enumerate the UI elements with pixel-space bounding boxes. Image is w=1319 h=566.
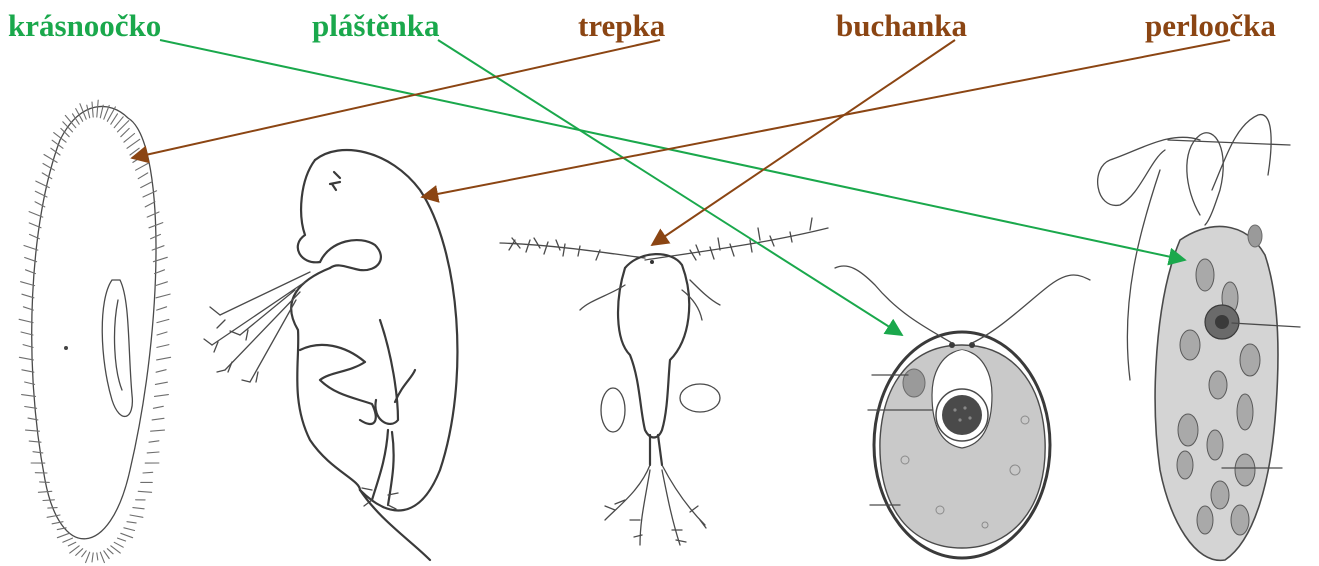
cilium: [157, 345, 169, 348]
cilium: [100, 105, 103, 118]
cilium: [19, 319, 33, 322]
cilium: [111, 546, 121, 553]
cilium: [127, 522, 136, 523]
arrow-perloocka: [422, 40, 1230, 197]
cilium: [42, 173, 52, 179]
cilium: [145, 202, 155, 207]
cilium: [152, 246, 164, 250]
cilium: [155, 395, 169, 397]
cilium: [92, 553, 93, 562]
cilium: [68, 542, 76, 546]
cilium: [76, 549, 83, 556]
cilium: [153, 406, 163, 408]
cilium: [152, 418, 164, 420]
label-krasnoocko: krásnoočko: [8, 8, 161, 43]
cilium: [133, 508, 144, 509]
cilium: [107, 549, 113, 554]
cilium: [149, 441, 159, 442]
cilium: [70, 546, 80, 553]
cilium: [38, 491, 51, 492]
cyclops-icon: [500, 218, 828, 545]
label-buchanka: buchanka: [836, 8, 967, 43]
labels: krásnoočko pláštěnka trepka buchanka per…: [8, 8, 1276, 43]
cilium: [157, 307, 167, 310]
cilium: [114, 117, 123, 128]
arrow-trepka: [132, 40, 660, 158]
cilium: [47, 515, 60, 517]
cilium: [147, 452, 159, 453]
cilium: [141, 182, 153, 188]
cilium: [97, 553, 98, 560]
cilium: [86, 552, 90, 562]
cilium: [155, 282, 167, 286]
cilium: [143, 191, 157, 197]
cilium: [111, 114, 118, 124]
cilium: [121, 533, 133, 537]
paramecium-icon: [19, 100, 171, 562]
label-trepka: trepka: [578, 8, 666, 43]
cilium: [156, 370, 166, 373]
cilium: [87, 105, 90, 118]
chlamydomonas-icon: [835, 266, 1090, 558]
cilium: [43, 500, 54, 501]
cilium: [48, 508, 57, 509]
cilium: [92, 102, 93, 117]
cilium: [57, 533, 69, 537]
cilium: [157, 357, 171, 360]
cilium: [82, 551, 87, 557]
cilium: [124, 134, 135, 143]
cilium: [157, 332, 167, 335]
cilium: [155, 382, 167, 384]
cilium: [138, 491, 151, 492]
cilium: [138, 173, 148, 179]
cilium: [100, 552, 104, 562]
arrow-krasnoocko: [160, 40, 1185, 260]
cilium: [147, 212, 159, 217]
cilium: [156, 294, 170, 298]
cilium: [21, 282, 35, 286]
euglena-icon: [1098, 115, 1300, 561]
cilium: [130, 515, 143, 517]
cilium: [143, 472, 153, 473]
cilium: [114, 542, 123, 547]
arrow-plastenka: [438, 40, 902, 335]
cilium: [40, 482, 50, 483]
cilium: [43, 164, 54, 171]
daphnia-icon: [204, 150, 457, 560]
cilium: [157, 319, 169, 322]
cilium: [118, 538, 126, 541]
cilium: [127, 139, 140, 148]
cilium: [124, 528, 135, 531]
cilium: [151, 430, 165, 431]
cilium: [121, 128, 129, 136]
cilium: [136, 163, 149, 170]
cilium: [97, 100, 98, 117]
label-plastenka: pláštěnka: [312, 8, 440, 43]
cilium: [104, 106, 109, 120]
cilium: [33, 452, 43, 453]
cilium: [130, 148, 139, 155]
label-perloocka: perloočka: [1145, 8, 1276, 43]
cilium: [104, 551, 109, 559]
cilium: [63, 538, 73, 542]
